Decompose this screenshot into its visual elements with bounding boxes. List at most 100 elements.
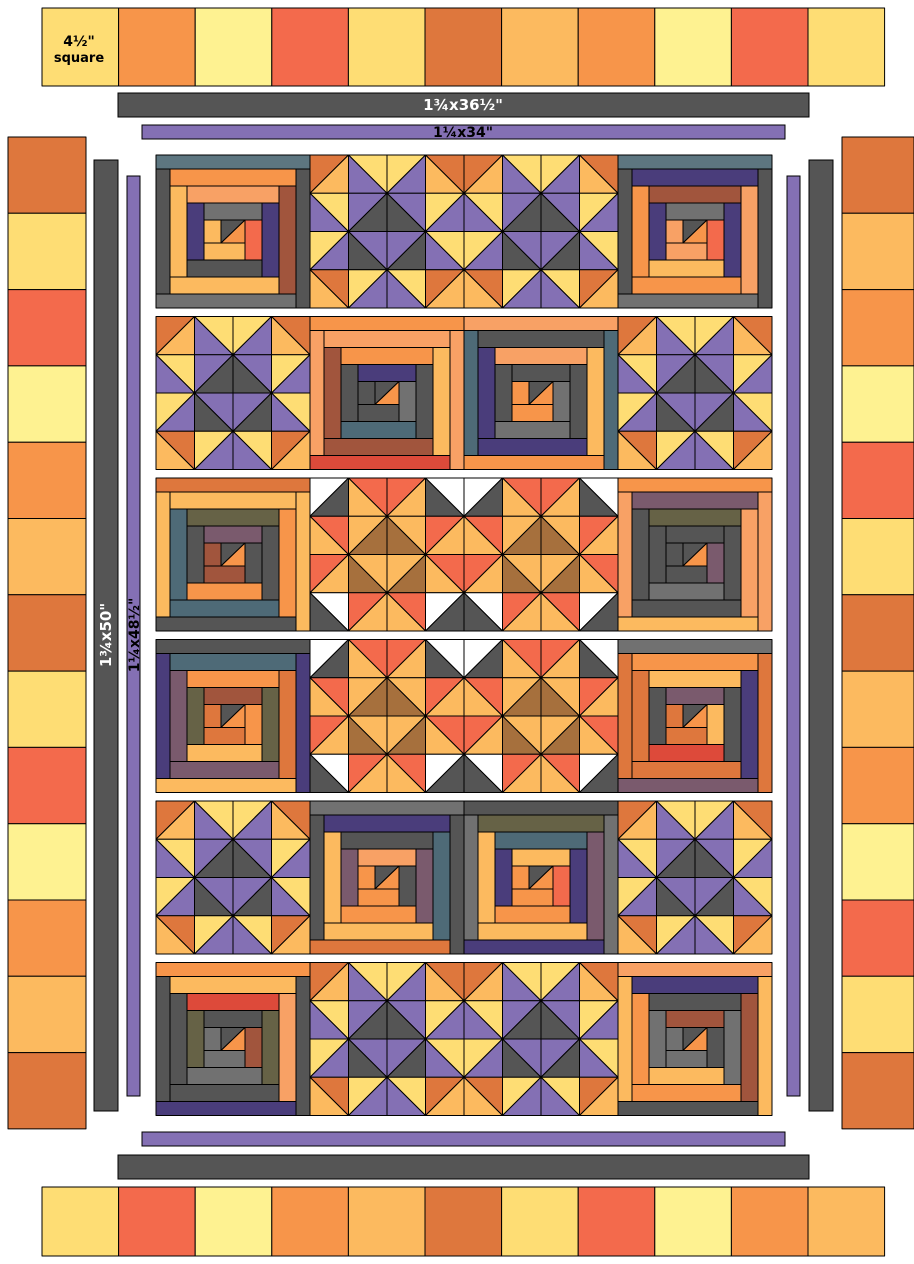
log-strip — [170, 169, 296, 186]
log-strip — [187, 186, 279, 203]
log-strip — [741, 994, 758, 1102]
log-strip — [262, 688, 279, 762]
log-cabin-block — [618, 478, 772, 631]
quilt-center — [156, 155, 772, 1116]
log-strip — [170, 277, 279, 294]
star-block — [618, 317, 772, 470]
log-strip — [587, 832, 604, 940]
log-strip — [464, 317, 618, 331]
log-strip — [358, 382, 375, 405]
border-square — [578, 8, 655, 86]
log-strip — [649, 583, 724, 600]
log-strip — [187, 994, 279, 1011]
border-square — [731, 8, 808, 86]
log-strip — [279, 671, 296, 779]
log-strip — [649, 526, 666, 583]
log-strip — [187, 1068, 262, 1085]
log-strip — [204, 203, 262, 220]
star-block — [156, 801, 310, 954]
log-strip — [618, 963, 772, 977]
log-strip — [632, 600, 741, 617]
log-strip — [512, 382, 529, 405]
log-strip — [170, 509, 187, 600]
log-strip — [495, 849, 512, 906]
log-strip — [464, 815, 478, 940]
log-strip — [156, 478, 310, 492]
border-square — [842, 442, 914, 518]
border-square — [502, 8, 579, 86]
log-strip — [512, 405, 553, 422]
log-strip — [666, 543, 683, 566]
log-strip — [758, 492, 772, 631]
log-strip — [399, 866, 416, 906]
log-strip — [245, 220, 262, 260]
log-strip — [649, 745, 724, 762]
log-strip — [553, 382, 570, 422]
log-strip — [707, 543, 724, 583]
border-square — [842, 1053, 914, 1129]
star-block — [464, 155, 618, 308]
log-strip — [324, 923, 433, 940]
log-strip — [358, 849, 416, 866]
log-strip — [156, 169, 170, 294]
log-strip — [341, 422, 416, 439]
log-strip — [618, 640, 772, 654]
log-cabin-block — [156, 963, 310, 1116]
log-strip — [156, 640, 310, 654]
corner-square-label-line2: square — [54, 51, 104, 66]
right-dark-strip — [809, 160, 833, 1111]
left-dark-strip-label: 1¾x50" — [97, 603, 115, 667]
log-strip — [279, 186, 296, 294]
log-strip — [324, 348, 341, 439]
log-strip — [495, 348, 587, 365]
border-square — [842, 519, 914, 595]
star-block — [464, 963, 618, 1116]
top-purple-strip-label: 1¼x34" — [433, 125, 493, 141]
log-strip — [649, 688, 666, 745]
log-strip — [649, 994, 741, 1011]
border-square — [731, 1187, 808, 1256]
log-strip — [204, 1011, 262, 1028]
border-square — [8, 519, 86, 595]
log-strip — [724, 688, 741, 762]
border-square — [42, 1187, 119, 1256]
log-strip — [156, 977, 170, 1102]
log-strip — [358, 365, 416, 382]
log-strip — [156, 963, 310, 977]
border-square — [8, 1053, 86, 1129]
border-square — [842, 366, 914, 442]
star-block — [464, 640, 618, 793]
log-strip — [204, 566, 245, 583]
log-strip — [156, 617, 296, 631]
right-purple-strip — [787, 176, 800, 1096]
border-square — [8, 900, 86, 976]
log-strip — [187, 1011, 204, 1068]
log-strip — [724, 526, 741, 600]
log-strip — [204, 705, 221, 728]
border-square — [425, 8, 502, 86]
log-strip — [741, 671, 758, 779]
bottom-square-border — [42, 1187, 885, 1256]
log-strip — [464, 331, 478, 456]
log-strip — [570, 365, 587, 439]
log-strip — [649, 509, 741, 526]
log-strip — [632, 492, 758, 509]
log-strip — [279, 509, 296, 617]
log-strip — [512, 889, 553, 906]
star-block — [310, 640, 464, 793]
border-square — [655, 8, 732, 86]
log-strip — [666, 566, 707, 583]
log-strip — [618, 294, 758, 308]
log-strip — [358, 405, 399, 422]
log-strip — [464, 456, 604, 470]
border-square — [502, 1187, 579, 1256]
border-square — [8, 366, 86, 442]
border-square — [8, 137, 86, 213]
log-cabin-block — [618, 155, 772, 308]
log-strip — [632, 277, 741, 294]
border-square — [842, 900, 914, 976]
log-strip — [358, 866, 375, 889]
log-strip — [245, 1028, 262, 1068]
log-strip — [618, 169, 632, 294]
log-strip — [341, 832, 433, 849]
